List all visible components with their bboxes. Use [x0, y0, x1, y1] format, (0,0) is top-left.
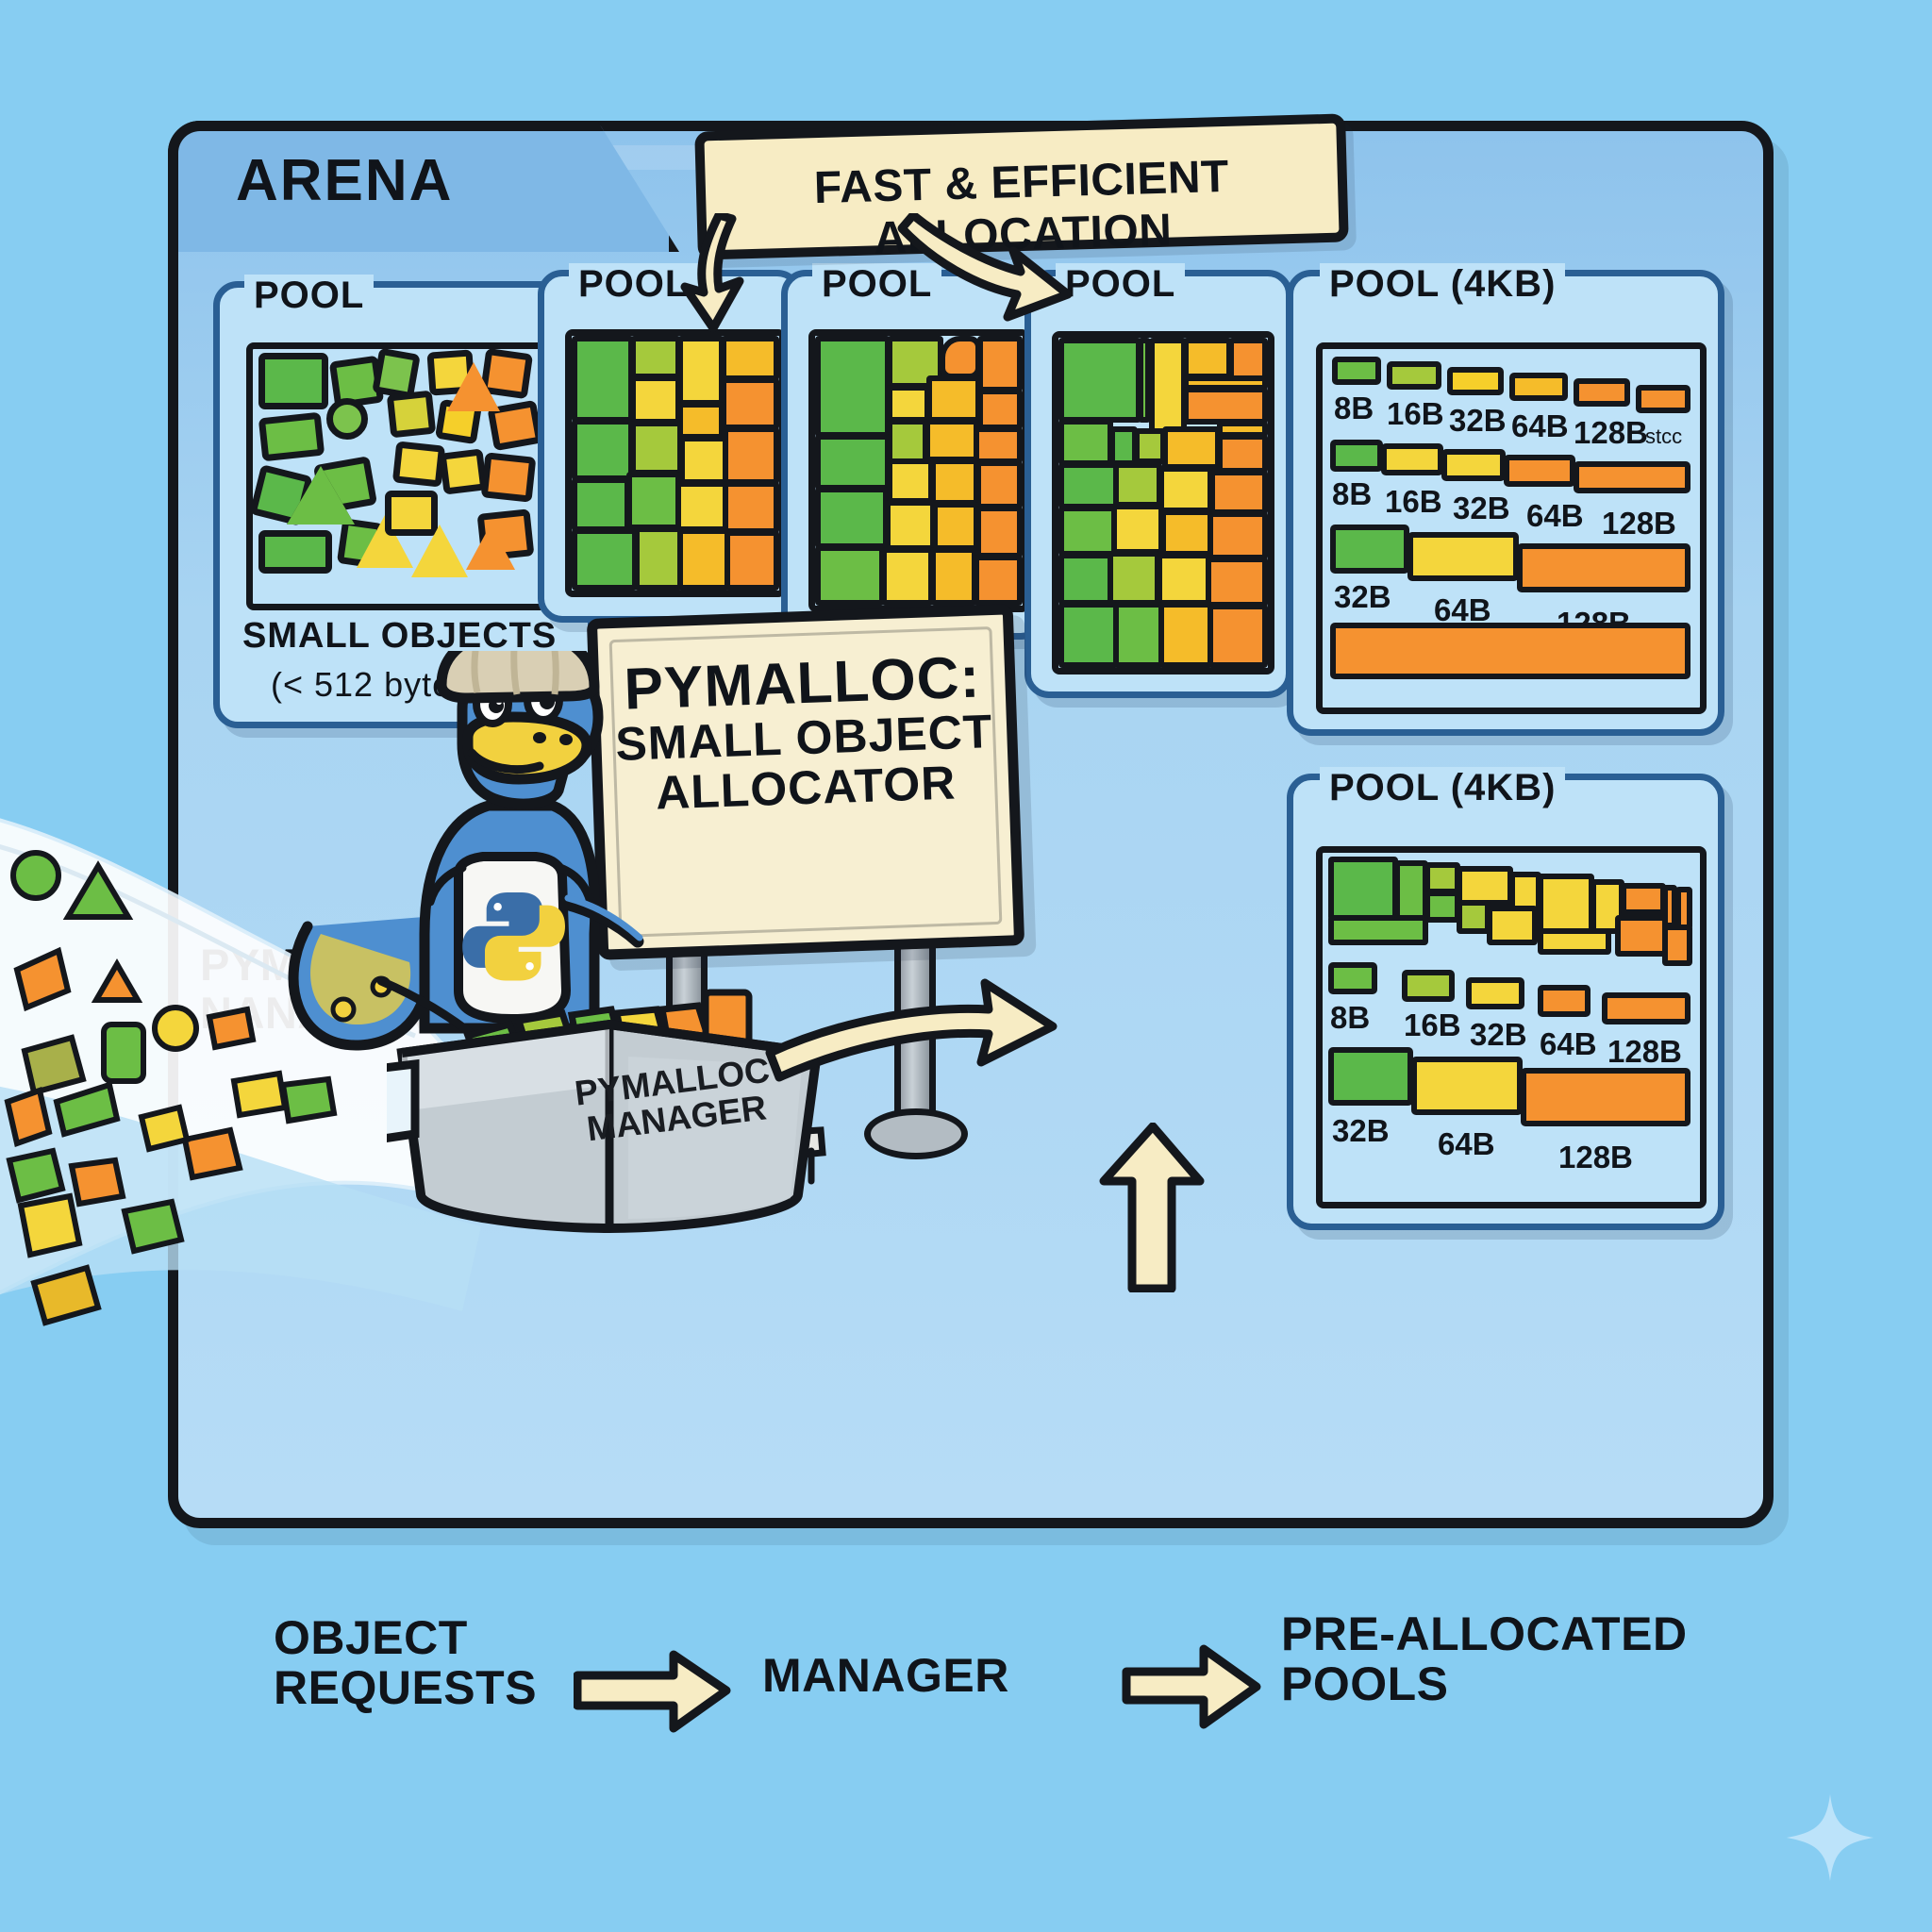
bin-to-pool-arrow — [765, 978, 1058, 1082]
legend-arrow-2 — [1122, 1644, 1261, 1729]
pymalloc-bin[interactable] — [387, 934, 830, 1236]
size-label: 32B — [1470, 1017, 1527, 1052]
pool-card-4[interactable]: POOL (4KB) 8B 16B 32B 64B 128B stcc — [1287, 263, 1724, 736]
size-label: 8B — [1330, 1000, 1371, 1035]
size-label: 16B — [1387, 396, 1444, 431]
legend-item-manager: MANAGER — [762, 1651, 1009, 1701]
size-label: 8B — [1334, 391, 1374, 425]
size-label: 128B — [1574, 415, 1648, 450]
pool-2-label: POOL — [569, 263, 699, 306]
size-label: 16B — [1404, 1008, 1461, 1042]
pool-card-6[interactable]: POOL (4KB) — [1287, 767, 1724, 1230]
size-label: 128B — [1602, 506, 1676, 541]
size-label: 64B — [1434, 592, 1491, 627]
pool-card-1[interactable]: POOL — [213, 275, 594, 728]
legend-line-2: POOLS — [1281, 1657, 1449, 1710]
pool-card-5[interactable]: POOL — [1024, 263, 1292, 698]
python-snake-mascot — [288, 651, 644, 1051]
arena-board: ARENA POOL — [168, 121, 1774, 1528]
arena-tab — [168, 121, 679, 252]
size-label: 8B — [1332, 476, 1373, 511]
size-label: 16B — [1385, 484, 1442, 519]
legend-line-1: MANAGER — [762, 1649, 1009, 1702]
size-label: 64B — [1438, 1126, 1495, 1161]
size-label: 32B — [1334, 579, 1391, 614]
pool-4-label: POOL (4KB) — [1320, 263, 1566, 306]
banner-arrows — [680, 213, 1073, 333]
legend-item-pre-allocated-pools: PRE-ALLOCATED POOLS — [1281, 1609, 1688, 1709]
legend-line-1: PRE-ALLOCATED — [1281, 1607, 1688, 1660]
legend-line-1: OBJECT — [274, 1611, 468, 1664]
size-label: 32B — [1453, 491, 1510, 525]
arena-title: ARENA — [236, 148, 454, 213]
pool-5-label: POOL — [1056, 263, 1186, 306]
sparkle-icon — [1786, 1793, 1874, 1882]
pool-card-2[interactable]: POOL — [538, 263, 802, 623]
pool-6-label: POOL (4KB) — [1320, 767, 1566, 809]
size-label: 32B — [1449, 403, 1507, 438]
sign-post-base — [864, 1108, 968, 1159]
pool-1-label: POOL — [244, 275, 375, 317]
legend-arrow-1 — [574, 1650, 731, 1733]
pool-card-3[interactable]: POOL — [781, 263, 1045, 640]
size-label: 128B — [1607, 1034, 1682, 1069]
size-label: 128B — [1558, 1140, 1633, 1174]
size-label: 64B — [1526, 498, 1584, 533]
pool-1-caption: SMALL OBJECTS — [242, 616, 558, 656]
size-label: 32B — [1332, 1113, 1390, 1148]
pool-3-label: POOL — [812, 263, 942, 306]
size-label: stcc — [1645, 425, 1683, 448]
size-label: 64B — [1511, 408, 1569, 443]
size-label: 64B — [1540, 1026, 1597, 1061]
legend-line-2: REQUESTS — [274, 1661, 538, 1714]
conveyor-shadow — [0, 1086, 481, 1311]
object-requests-stream — [4, 850, 338, 1326]
legend-item-object-requests: OBJECT REQUESTS — [274, 1613, 537, 1713]
pools-up-arrow — [1099, 1123, 1205, 1292]
